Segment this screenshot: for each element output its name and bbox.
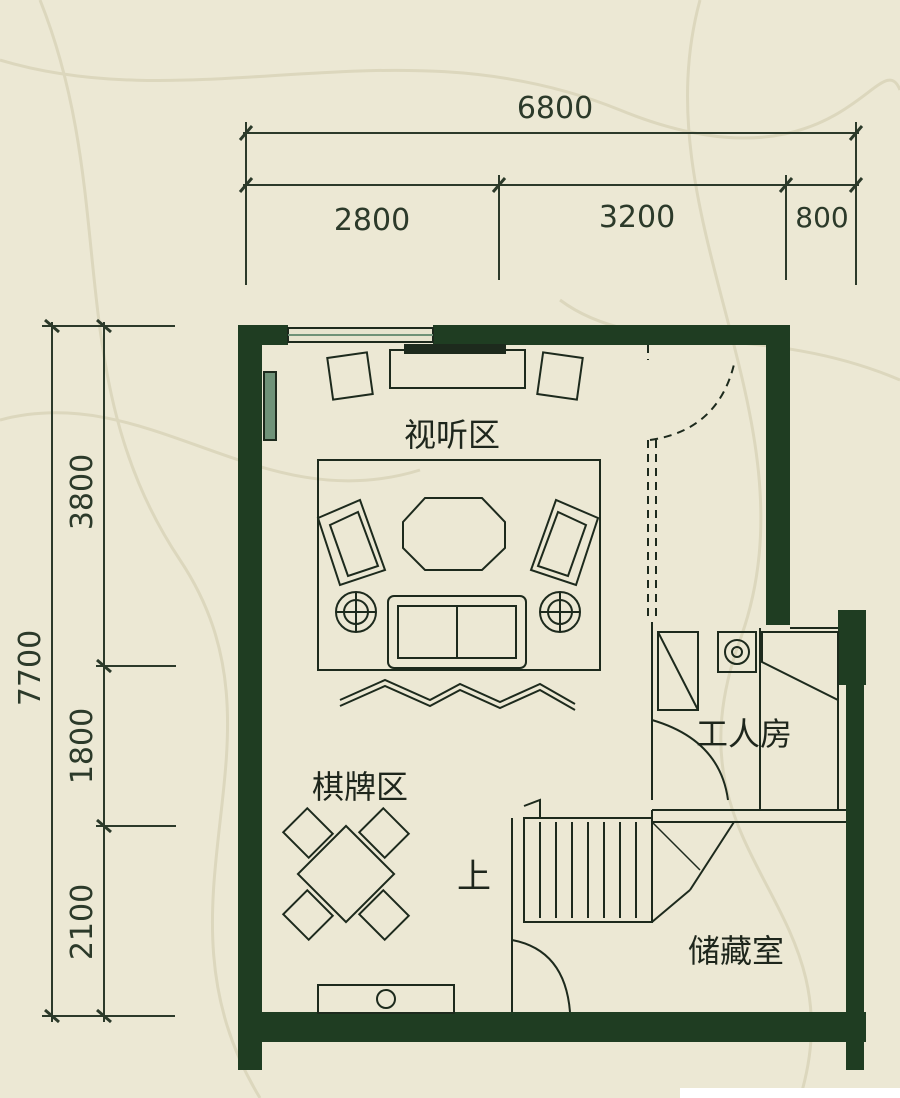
av-area-label: 视听区	[404, 416, 500, 454]
floor-drain-icon	[717, 631, 757, 673]
card-table	[281, 806, 411, 942]
toilet-fixture	[761, 631, 839, 810]
side-table-right	[536, 351, 584, 401]
zigzag-partition	[339, 678, 576, 711]
shower-fixture	[657, 631, 699, 711]
lamp-right-icon	[539, 591, 581, 633]
corner-patch	[680, 1088, 900, 1098]
rug-outline	[317, 459, 601, 671]
left-dimensions	[42, 318, 176, 1024]
stair-up-label: 上	[457, 857, 491, 897]
door-storage	[511, 939, 571, 1013]
door-maid-room	[651, 719, 729, 801]
armchair-left	[316, 498, 387, 587]
coffee-table	[402, 497, 506, 571]
dim-top-total: 6800	[517, 91, 593, 126]
wash-basin	[317, 984, 455, 1014]
staircase	[523, 798, 735, 923]
maid-room-label: 工人房	[696, 715, 792, 753]
storage-label: 储藏室	[688, 932, 784, 970]
dim-top-segment-2: 3200	[599, 200, 675, 235]
side-table-left	[326, 351, 374, 401]
lamp-left-icon	[335, 591, 377, 633]
dim-left-total: 7700	[13, 630, 48, 706]
dim-left-segment-3: 2100	[65, 884, 100, 960]
tv-cabinet	[389, 344, 526, 389]
dashed-door-av	[647, 345, 736, 622]
armchair-right	[529, 498, 600, 587]
dim-left-segment-1: 3800	[65, 454, 100, 530]
dim-top-segment-1: 2800	[334, 203, 410, 238]
window-top	[287, 327, 434, 343]
top-dimensions	[238, 122, 864, 285]
dim-top-segment-3: 800	[795, 201, 848, 234]
sofa	[387, 595, 527, 669]
walls	[238, 325, 866, 1070]
dim-left-segment-2: 1800	[65, 708, 100, 784]
chess-area-label: 棋牌区	[312, 768, 408, 806]
window-left	[263, 371, 277, 441]
